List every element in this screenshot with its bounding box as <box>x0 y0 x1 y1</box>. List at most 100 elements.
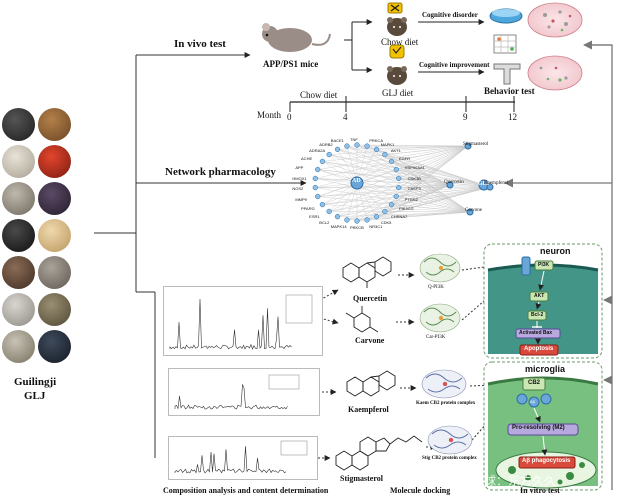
network-target-node <box>388 201 395 208</box>
docking-q-pi3k-label: Q-PI3K <box>428 285 444 290</box>
neuron-title: neuron <box>540 246 571 256</box>
network-target-node <box>373 146 380 153</box>
spectrum-1-plot <box>169 294 313 350</box>
in-vitro-label: In vitro test <box>520 486 560 495</box>
network-target-node <box>319 201 326 208</box>
network-target-node <box>393 193 399 200</box>
network-compound-carvone: Carvone <box>465 208 482 213</box>
herb-photo-2 <box>38 108 71 141</box>
docking-stig-cb2-icon <box>427 425 473 455</box>
network-target-node <box>344 217 350 223</box>
bax-label: Activated Bax <box>519 330 553 336</box>
network-target-node <box>334 146 341 153</box>
network-target-label: EGFR <box>398 156 411 161</box>
network-compound-quercetin: Quercetin <box>444 180 464 185</box>
network-target-label: ADRB2 <box>319 142 333 148</box>
pro-resolving-box <box>507 423 579 436</box>
mouse-label: APP/PS1 mice <box>263 59 319 69</box>
network-target-label: PTGS2 <box>404 196 418 202</box>
herb-photo-grid <box>2 108 74 373</box>
apoptosis-box <box>519 344 559 356</box>
herb-photo-9 <box>2 256 35 289</box>
timeline-tick-0: 0 <box>287 112 292 122</box>
herb-photo-8 <box>38 219 71 252</box>
timeline-tick-4: 4 <box>343 112 348 122</box>
cognitive-improvement-label: Cognitive improvement <box>419 61 490 69</box>
network-target-label: CDK5 <box>380 219 392 225</box>
carvone-structure <box>345 306 379 333</box>
quercetin-structure <box>342 256 392 288</box>
akt-label: AKT <box>534 293 545 299</box>
docking-car-pi3k-icon <box>419 303 461 333</box>
herb-photo-3 <box>2 145 35 178</box>
herb-photo-10 <box>38 256 71 289</box>
network-target-node <box>373 213 380 220</box>
network-compound-node <box>446 181 454 189</box>
kaempferol-structure <box>346 370 396 397</box>
network-target-label: AKT1 <box>390 148 401 154</box>
timeline-tick-12: 12 <box>508 112 517 122</box>
network-target-node <box>312 184 318 191</box>
network-target-node <box>396 184 402 191</box>
herb-photo-14 <box>38 330 71 363</box>
network-target-label: HMOX1 <box>292 175 307 181</box>
network-target-label: ESR1 <box>309 213 320 219</box>
network-target-node <box>382 208 388 215</box>
network-ad-label: AD <box>352 178 361 184</box>
network-target-label: GSK3B <box>407 175 421 181</box>
behavior-test-label: Behavior test <box>484 86 535 96</box>
herb-abbr: GLJ <box>24 390 46 402</box>
bcl2-label: Bcl-2 <box>531 312 544 318</box>
network-compound-node <box>464 142 472 150</box>
watermark-text: 雪球：东方久久 <box>472 474 557 488</box>
docking-car-pi3k-label: Car-PI3K <box>426 335 446 340</box>
network-target-node <box>364 217 370 223</box>
network-pharmacology-label: Network pharmacology <box>165 166 276 178</box>
docking-kaem-cb2-label: Kaem CB2 protein complex <box>416 401 476 406</box>
akt-box <box>529 291 549 302</box>
docking-kaem-cb2-icon <box>421 369 467 399</box>
cb2-label: CB2 <box>528 380 541 386</box>
spectrum-3-plot <box>174 440 308 474</box>
network-target-node <box>326 151 332 158</box>
network-target-label: BCL2 <box>319 219 330 225</box>
network-compound-stigmasterol: Stigmasterol <box>463 142 489 147</box>
network-target-node <box>334 213 341 220</box>
network-target-node <box>354 218 360 224</box>
network-target-node <box>326 208 332 215</box>
network-target-label: APP <box>295 165 304 171</box>
mouse-main-icon <box>262 23 331 52</box>
network-target-label: CHRNA7 <box>390 213 408 219</box>
network-target-label: MAPK1 <box>380 142 395 148</box>
compound-quercetin: Quercetin <box>353 294 388 303</box>
spectrum-panel-2 <box>168 368 320 416</box>
network-target-node <box>312 175 318 182</box>
network-target-label: CASP3 <box>407 186 421 192</box>
spectrum-2-plot <box>174 374 300 410</box>
network-target-label: ACHE <box>301 156 313 161</box>
compound-stigmasterol: Stigmasterol <box>340 474 383 483</box>
pi3k-box <box>534 260 554 271</box>
network-target-label: PRKCA <box>369 138 383 144</box>
chow-diet-label: Chow diet <box>381 37 419 47</box>
herb-photo-5 <box>2 182 35 215</box>
docking-stig-cb2-label: Stig CB2 protein complex <box>422 456 477 461</box>
network-target-label: PRKCB <box>350 225 364 230</box>
pro-resolving-label: Pro-resolving (M2) <box>512 425 565 431</box>
network-target-node <box>364 143 370 149</box>
brain-disorder-icon <box>527 2 583 38</box>
t-maze-icon <box>493 63 521 85</box>
docking-label: Molecule docking <box>390 486 451 495</box>
network-target-label: TNF <box>350 137 358 142</box>
network-compound-kaempferol: Kaempferol <box>484 181 508 186</box>
docking-q-pi3k-icon <box>419 253 461 283</box>
network-target-node <box>344 143 350 149</box>
herb-photo-6 <box>38 182 71 215</box>
herb-name: Guilingji <box>14 376 57 388</box>
herb-photo-12 <box>38 293 71 326</box>
network-target-node <box>388 158 395 165</box>
bax-box <box>515 328 561 339</box>
network-target-label: ADRA2A <box>309 148 326 154</box>
mouse-glj-icon <box>387 66 407 85</box>
